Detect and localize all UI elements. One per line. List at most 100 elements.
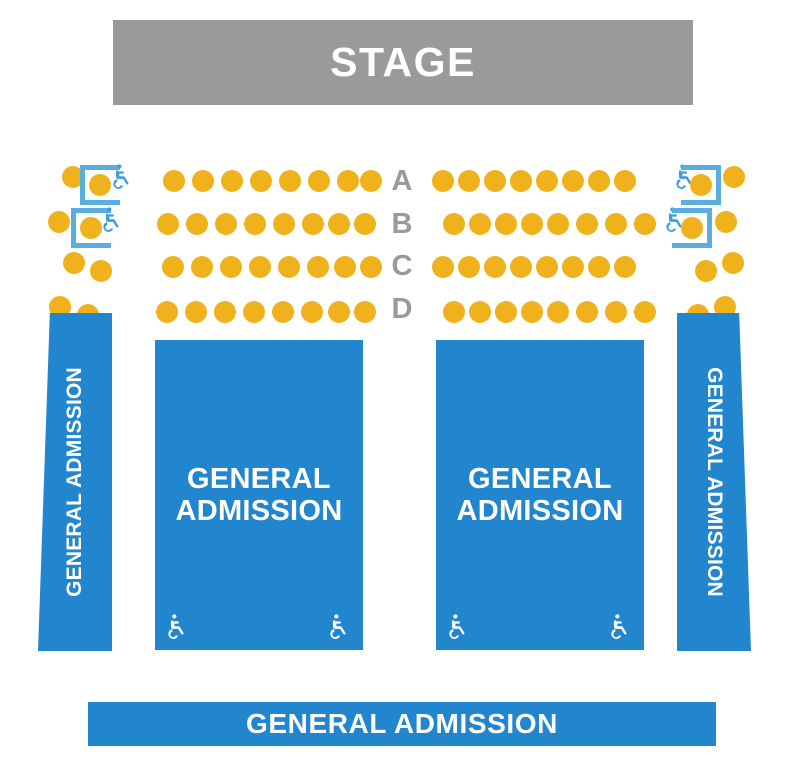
seat-d-left-6[interactable] [301, 301, 323, 323]
seat-b-left-accessible-1[interactable] [80, 217, 102, 239]
seat-a-left-6[interactable] [308, 170, 330, 192]
seat-d-left-1[interactable] [156, 301, 178, 323]
seat-b-right-6[interactable] [576, 213, 598, 235]
seat-c-right-1[interactable] [432, 256, 454, 278]
seat-d-right-loose-2[interactable] [714, 296, 736, 318]
accessible-seat-box-b-left[interactable] [71, 208, 111, 248]
seat-a-left-accessible-1[interactable] [89, 174, 111, 196]
seat-a-left-3[interactable] [221, 170, 243, 192]
seat-c-right-4[interactable] [510, 256, 532, 278]
seat-b-right-2[interactable] [469, 213, 491, 235]
accessible-seat-box-b-right[interactable] [672, 208, 712, 248]
seat-a-left-1[interactable] [163, 170, 185, 192]
seat-c-left-4[interactable] [249, 256, 271, 278]
general-admission-right-line2: ADMISSION [456, 495, 624, 527]
seat-b-right-5[interactable] [547, 213, 569, 235]
seat-a-right-accessible-1[interactable] [690, 174, 712, 196]
wheelchair-icon-left-block-start[interactable] [161, 610, 195, 644]
seat-b-left-8[interactable] [354, 213, 376, 235]
seat-a-right-8[interactable] [614, 170, 636, 192]
general-admission-bottom-banner-label: GENERAL ADMISSION [245, 708, 558, 739]
seat-c-left-6[interactable] [307, 256, 329, 278]
seat-a-left-2[interactable] [192, 170, 214, 192]
seat-c-left-3[interactable] [220, 256, 242, 278]
seat-b-right-1[interactable] [443, 213, 465, 235]
seat-b-left-6[interactable] [302, 213, 324, 235]
seat-a-right-loose-1[interactable] [723, 166, 745, 188]
wheelchair-icon-left-block-end[interactable] [323, 610, 357, 644]
seat-d-right-3[interactable] [495, 301, 517, 323]
seat-b-right-7[interactable] [605, 213, 627, 235]
seat-d-left-7[interactable] [328, 301, 350, 323]
seat-c-right-loose-1[interactable] [695, 260, 717, 282]
seat-c-left-loose-2[interactable] [90, 260, 112, 282]
seat-a-right-1[interactable] [432, 170, 454, 192]
seat-c-right-7[interactable] [588, 256, 610, 278]
seat-a-right-2[interactable] [458, 170, 480, 192]
seat-d-right-2[interactable] [469, 301, 491, 323]
seat-c-right-8[interactable] [614, 256, 636, 278]
row-letter-b: B [391, 208, 413, 240]
seat-d-right-6[interactable] [576, 301, 598, 323]
seat-b-right-4[interactable] [521, 213, 543, 235]
seat-b-right-loose-1[interactable] [715, 211, 737, 233]
seat-b-left-1[interactable] [157, 213, 179, 235]
general-admission-left-banner[interactable]: GENERAL ADMISSION [38, 313, 112, 651]
seat-d-right-4[interactable] [521, 301, 543, 323]
seat-d-right-8[interactable] [634, 301, 656, 323]
seat-b-left-3[interactable] [215, 213, 237, 235]
accessible-seat-box-a-left[interactable] [80, 165, 120, 205]
wheelchair-icon-right-block-start[interactable] [442, 610, 476, 644]
wheelchair-icon-a-left [110, 164, 136, 190]
accessible-seat-box-a-right[interactable] [681, 165, 721, 205]
seat-d-left-2[interactable] [185, 301, 207, 323]
seat-a-left-7[interactable] [337, 170, 359, 192]
wheelchair-icon-right-block-end[interactable] [604, 610, 638, 644]
seat-d-left-5[interactable] [272, 301, 294, 323]
seat-b-right-accessible-1[interactable] [681, 217, 703, 239]
general-admission-left-block[interactable]: GENERAL ADMISSION [155, 340, 363, 650]
seat-b-left-loose-1[interactable] [48, 211, 70, 233]
general-admission-right-banner[interactable]: GENERAL ADMISSION [677, 313, 751, 651]
general-admission-right-block-label: GENERAL ADMISSION [456, 463, 623, 528]
seat-b-right-3[interactable] [495, 213, 517, 235]
seat-c-left-8[interactable] [360, 256, 382, 278]
seat-a-right-6[interactable] [562, 170, 584, 192]
seat-d-left-4[interactable] [243, 301, 265, 323]
seat-a-right-7[interactable] [588, 170, 610, 192]
seat-a-left-4[interactable] [250, 170, 272, 192]
seat-c-right-5[interactable] [536, 256, 558, 278]
seat-c-left-loose-1[interactable] [63, 252, 85, 274]
wheelchair-icon-b-left [100, 207, 126, 233]
seat-d-left-loose-1[interactable] [49, 296, 71, 318]
seat-c-left-5[interactable] [278, 256, 300, 278]
seat-b-left-5[interactable] [273, 213, 295, 235]
seat-c-right-loose-2[interactable] [722, 252, 744, 274]
seat-c-left-7[interactable] [334, 256, 356, 278]
seat-a-right-5[interactable] [536, 170, 558, 192]
seat-c-left-2[interactable] [191, 256, 213, 278]
general-admission-right-block[interactable]: GENERAL ADMISSION [436, 340, 644, 650]
seat-c-left-1[interactable] [162, 256, 184, 278]
seat-d-left-3[interactable] [214, 301, 236, 323]
seat-a-left-loose-1[interactable] [62, 166, 84, 188]
seat-c-right-6[interactable] [562, 256, 584, 278]
seat-d-right-7[interactable] [605, 301, 627, 323]
seat-c-right-3[interactable] [484, 256, 506, 278]
seat-c-right-2[interactable] [458, 256, 480, 278]
general-admission-left-block-label: GENERAL ADMISSION [175, 463, 342, 528]
seat-a-left-8[interactable] [360, 170, 382, 192]
seat-a-right-3[interactable] [484, 170, 506, 192]
general-admission-bottom-banner[interactable]: GENERAL ADMISSION [88, 702, 716, 746]
seat-a-right-4[interactable] [510, 170, 532, 192]
seat-a-left-5[interactable] [279, 170, 301, 192]
seat-b-left-7[interactable] [328, 213, 350, 235]
seat-d-right-1[interactable] [443, 301, 465, 323]
seat-b-left-4[interactable] [244, 213, 266, 235]
general-admission-right-line1: GENERAL [468, 462, 612, 495]
seat-d-left-8[interactable] [354, 301, 376, 323]
seat-b-right-8[interactable] [634, 213, 656, 235]
seat-b-left-2[interactable] [186, 213, 208, 235]
seat-d-right-5[interactable] [547, 301, 569, 323]
